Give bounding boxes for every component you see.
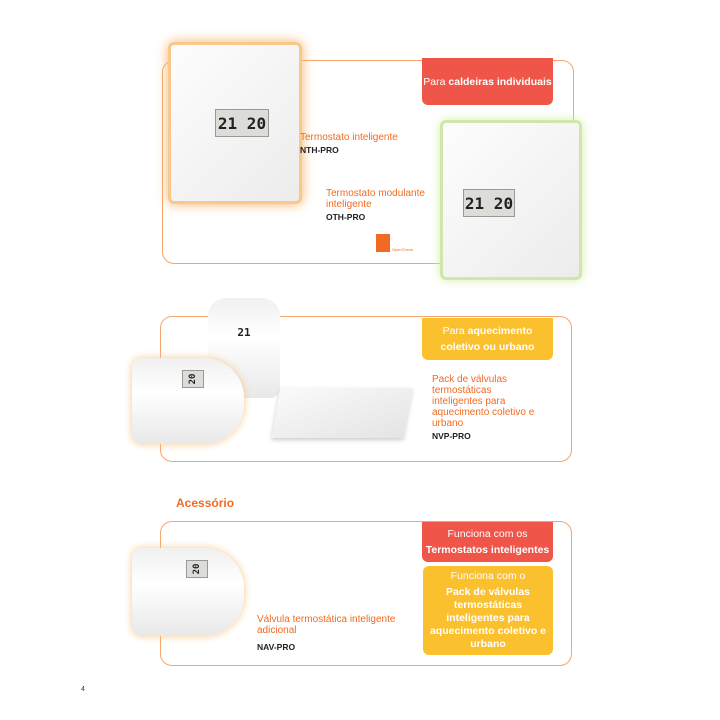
- tag-individual-boilers: Para caldeiras individuais: [422, 58, 553, 105]
- base-station-image: [271, 388, 413, 438]
- tag-bold-text: caldeiras individuais: [448, 75, 552, 88]
- product-name: Termostato inteligente: [300, 132, 398, 143]
- opentherm-logo: OpenTherm: [376, 234, 413, 252]
- valve-display: 21: [237, 325, 251, 339]
- thermostat-oth-image: 21 20: [440, 120, 582, 280]
- valve-display: 20: [186, 560, 208, 578]
- tag-works-with-thermostats: Funciona com os Termostatos inteligentes: [422, 522, 553, 562]
- product-code: NVP-PRO: [432, 431, 471, 441]
- valve-front-image: 20: [132, 358, 244, 444]
- product-code: NAV-PRO: [257, 642, 296, 652]
- tag-bold-text: aquecimento coletivo ou urbano: [440, 325, 535, 353]
- product-nav: Válvula termostática inteligente adicion…: [257, 614, 407, 652]
- product-nvp: Pack de válvulas termostáticas inteligen…: [432, 374, 542, 441]
- product-oth: Termostato modulante inteligente OTH-PRO: [326, 188, 436, 222]
- product-nth: Termostato inteligente NTH-PRO: [300, 132, 398, 155]
- thermostat-display: 21 20: [463, 189, 515, 217]
- tag-works-with-valve-pack: Funciona com o Pack de válvulas termostá…: [423, 566, 553, 655]
- product-name: Válvula termostática inteligente adicion…: [257, 614, 396, 636]
- accessory-heading: Acessório: [176, 496, 235, 510]
- tag-text: Para: [442, 325, 465, 337]
- tag-bold-text: Pack de válvulas termostáticas inteligen…: [429, 586, 547, 650]
- tag-text: Funciona com os: [447, 528, 528, 540]
- thermostat-display: 21 20: [215, 109, 269, 137]
- page-number: 4: [81, 686, 85, 693]
- product-code: NTH-PRO: [300, 145, 339, 155]
- logo-text: OpenTherm: [392, 247, 414, 252]
- product-name: Termostato modulante inteligente: [326, 188, 425, 210]
- tag-text: Funciona com o: [450, 570, 526, 582]
- tag-text: Para: [423, 75, 446, 88]
- product-name: Pack de válvulas termostáticas inteligen…: [432, 374, 535, 429]
- valve-accessory-image: 20: [132, 548, 244, 636]
- tag-collective-heating: Para aquecimento coletivo ou urbano: [422, 318, 553, 360]
- valve-display: 20: [182, 370, 204, 388]
- tag-bold-text: Termostatos inteligentes: [425, 544, 550, 556]
- product-code: OTH-PRO: [326, 212, 366, 222]
- thermostat-nth-image: 21 20: [168, 42, 302, 204]
